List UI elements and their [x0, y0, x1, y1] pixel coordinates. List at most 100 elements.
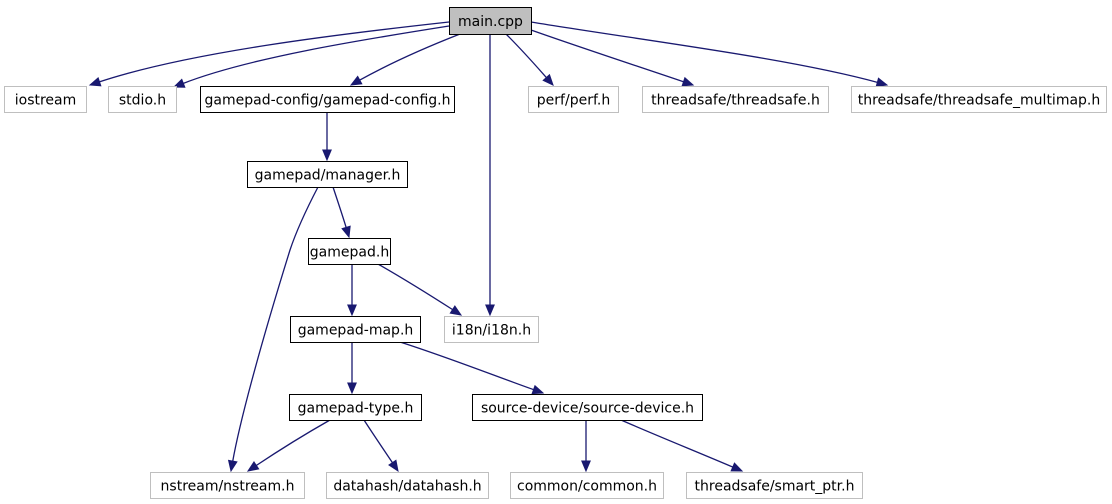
node-box — [108, 86, 177, 113]
arrow-head — [485, 304, 495, 317]
node-box — [686, 472, 863, 499]
node-box — [326, 472, 489, 499]
node-gpconfig[interactable]: gamepad-config/gamepad-config.h — [200, 86, 455, 113]
edge-main-to-tsafe — [530, 29, 695, 87]
arrow-head — [730, 462, 744, 472]
edge-main-to-i18n — [485, 34, 495, 317]
node-label: main.cpp — [458, 14, 523, 30]
node-perf: perf/perf.h — [528, 86, 619, 113]
node-iostream: iostream — [4, 86, 87, 113]
edge-srcdev-to-common — [581, 419, 591, 473]
node-label: datahash/datahash.h — [333, 479, 481, 495]
node-stdio: stdio.h — [108, 86, 177, 113]
node-box — [308, 238, 391, 265]
nodes-layer: main.cpp iostream stdio.h gamepad-config/ga… — [4, 7, 1107, 499]
arrow-head — [531, 384, 545, 395]
edge-main-to-perf — [505, 33, 554, 86]
arrow-head — [246, 461, 260, 472]
arrow-head — [542, 73, 554, 86]
node-box — [247, 161, 408, 188]
node-manager[interactable]: gamepad/manager.h — [247, 161, 408, 188]
edge-line — [530, 29, 685, 83]
node-box — [289, 394, 422, 421]
edge-gpmap-to-srcdev — [399, 341, 545, 395]
node-label: gamepad.h — [310, 245, 389, 261]
node-label: threadsafe/smart_ptr.h — [695, 479, 855, 495]
edge-main-to-iostream — [88, 21, 450, 87]
node-box — [290, 316, 421, 343]
edge-line — [399, 341, 535, 391]
edge-main-to-tsmulti — [530, 21, 889, 87]
node-box — [510, 472, 664, 499]
node-box — [851, 86, 1107, 113]
arrow-head — [349, 75, 363, 86]
node-gpmap[interactable]: gamepad-map.h — [290, 316, 421, 343]
edge-main-to-stdio — [172, 25, 450, 88]
edge-line — [620, 419, 734, 469]
edge-line — [255, 419, 331, 467]
node-label: i18n/i18n.h — [452, 323, 531, 339]
node-srcdev[interactable]: source-device/source-device.h — [472, 394, 703, 421]
arrow-head — [322, 149, 332, 162]
node-label: stdio.h — [119, 93, 166, 109]
arrow-head — [172, 78, 186, 88]
arrow-head — [227, 459, 238, 473]
node-label: gamepad-type.h — [298, 401, 414, 417]
edge-main-to-gpconfig — [349, 33, 461, 86]
edge-line — [182, 25, 450, 85]
edge-gpmap-to-gptype — [347, 341, 357, 395]
arrow-head — [875, 77, 889, 87]
edge-line — [332, 186, 348, 229]
arrow-head — [388, 459, 399, 473]
node-label: source-device/source-device.h — [481, 401, 694, 417]
node-label: perf/perf.h — [537, 93, 610, 109]
edge-line — [358, 33, 461, 82]
node-nstream: nstream/nstream.h — [150, 472, 305, 499]
node-common: common/common.h — [510, 472, 664, 499]
node-main[interactable]: main.cpp — [449, 7, 532, 35]
edge-gamepad-to-gpmap — [347, 263, 357, 317]
node-box — [4, 86, 87, 113]
edge-gamepad-to-i18n — [377, 263, 463, 316]
node-gamepad[interactable]: gamepad.h — [308, 238, 391, 265]
edge-gptype-to-nstream — [246, 419, 331, 472]
node-box — [642, 86, 829, 113]
edge-line — [98, 21, 450, 83]
node-label: gamepad/manager.h — [255, 168, 401, 184]
node-tsafe: threadsafe/threadsafe.h — [642, 86, 829, 113]
node-label: threadsafe/threadsafe.h — [651, 93, 820, 109]
edge-gptype-to-datahash — [363, 419, 399, 473]
edge-line — [231, 186, 319, 463]
node-label: threadsafe/threadsafe_multimap.h — [858, 93, 1101, 109]
edge-srcdev-to-smartptr — [620, 419, 744, 472]
edge-line — [505, 33, 548, 79]
edge-manager-to-gamepad — [332, 186, 351, 239]
edge-line — [363, 419, 394, 464]
node-gptype[interactable]: gamepad-type.h — [289, 394, 422, 421]
node-box — [472, 394, 703, 421]
node-label: common/common.h — [517, 479, 657, 495]
arrow-head — [341, 225, 351, 239]
node-box — [449, 7, 532, 35]
arrow-head — [581, 460, 591, 473]
node-label: iostream — [15, 93, 77, 109]
edges-layer — [88, 21, 889, 473]
node-box — [528, 86, 619, 113]
arrow-head — [449, 305, 463, 316]
edge-line — [377, 263, 454, 311]
edge-gpconfig-to-manager — [322, 112, 332, 162]
node-box — [200, 86, 455, 113]
edge-manager-to-nstream — [227, 186, 319, 473]
edge-line — [530, 21, 879, 84]
arrow-head — [347, 382, 357, 395]
node-label: gamepad-config/gamepad-config.h — [205, 93, 451, 109]
node-label: gamepad-map.h — [298, 323, 414, 339]
node-i18n: i18n/i18n.h — [444, 316, 539, 343]
node-datahash: datahash/datahash.h — [326, 472, 489, 499]
arrow-head — [88, 76, 102, 87]
node-box — [150, 472, 305, 499]
node-tsmulti: threadsafe/threadsafe_multimap.h — [851, 86, 1107, 113]
node-smartptr: threadsafe/smart_ptr.h — [686, 472, 863, 499]
node-label: nstream/nstream.h — [161, 479, 295, 495]
